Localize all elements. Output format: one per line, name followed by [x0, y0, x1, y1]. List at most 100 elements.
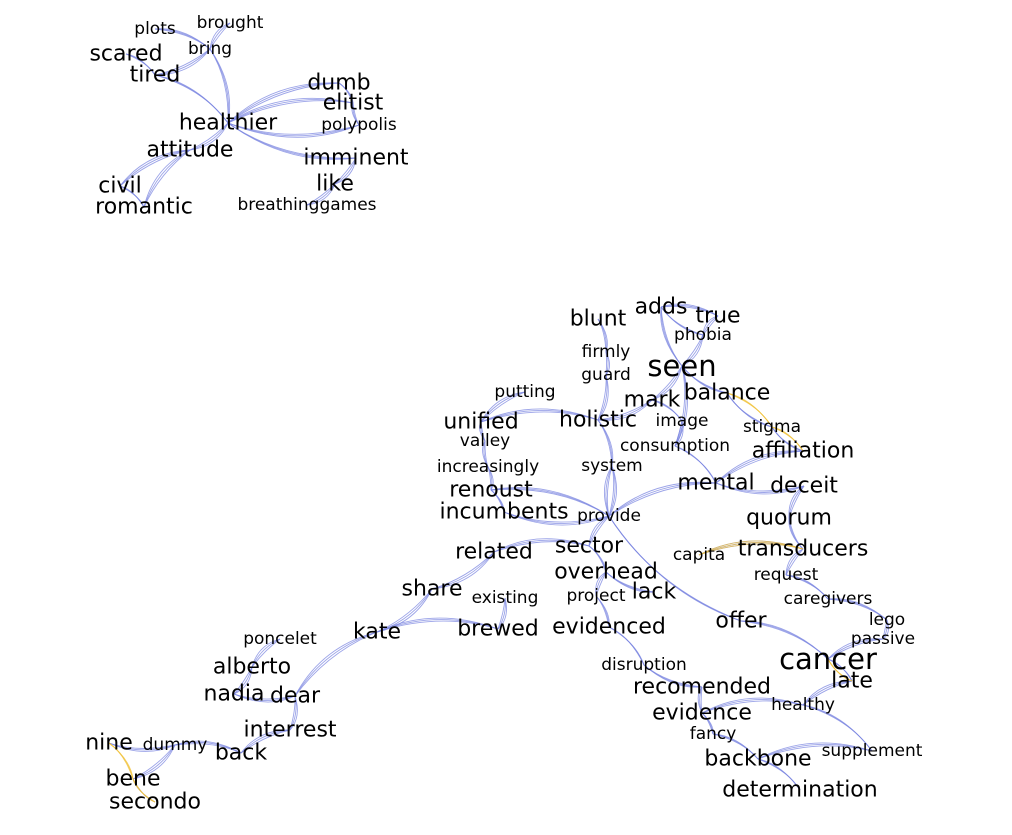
word-label-healthy: healthy: [771, 695, 835, 715]
edge-existing-brewed: [497, 597, 507, 630]
edge-provide-mental: [608, 482, 717, 517]
edge-seen-balance: [681, 365, 728, 394]
edge-imminent-like: [334, 157, 357, 185]
edge-balance-stigma: [726, 392, 773, 428]
edge-brought-bring: [209, 22, 231, 50]
edge-dear-interrest: [289, 695, 298, 731]
edge-like-breathinggames: [306, 183, 336, 206]
edge-offer-cancer: [740, 620, 829, 660]
edge-healthier-attitude: [189, 122, 229, 151]
edge-true-phobia: [702, 315, 719, 336]
word-label-nine: nine: [85, 731, 133, 756]
word-label-caregivers: caregivers: [784, 589, 873, 609]
edge-increasingly-renoust: [487, 466, 494, 491]
word-label-civil: civil: [98, 174, 141, 199]
edge-dummy-nine: [108, 742, 176, 752]
word-label-increasingly: increasingly: [437, 457, 539, 477]
word-label-renoust: renoust: [449, 478, 533, 503]
edge-transducers-request: [785, 548, 804, 576]
edge-civil-romantic: [119, 185, 145, 208]
word-label-incumbents: incumbents: [439, 500, 568, 525]
word-label-lego: lego: [869, 610, 905, 630]
word-label-capita: capita: [673, 545, 725, 565]
edge-deceit-quorum: [788, 485, 805, 519]
word-label-mental: mental: [677, 471, 754, 496]
word-label-deceit: deceit: [770, 474, 838, 499]
edge-bring-tired: [154, 48, 211, 76]
edge-mark-image: [651, 399, 683, 422]
edge-renoust-incumbents: [490, 489, 505, 513]
edge-putting-unified: [480, 391, 526, 423]
word-label-recomended: recomended: [633, 675, 771, 700]
edge-provide-mental: [608, 482, 717, 517]
edge-true-phobia: [702, 315, 719, 336]
edge-attitude-civil: [119, 149, 191, 187]
edge-deceit-quorum: [788, 485, 805, 519]
edge-evidence-healthy: [701, 700, 804, 714]
edge-backbone-supplement: [757, 745, 873, 760]
edge-like-breathinggames: [306, 183, 336, 206]
edge-bring-tired: [154, 48, 211, 76]
word-label-guard: guard: [581, 365, 630, 385]
edge-seen-mark: [651, 365, 683, 401]
edge-holistic-unified: [480, 411, 599, 423]
word-label-stigma: stigma: [743, 417, 801, 437]
edge-nadia-dear: [233, 693, 296, 703]
edge-provide-sector: [588, 515, 610, 547]
edge-brought-bring: [209, 22, 231, 50]
word-label-system: system: [581, 456, 642, 476]
edge-evidence-fancy: [701, 712, 714, 735]
edge-provide-system: [606, 465, 613, 517]
word-label-imminent: imminent: [303, 146, 409, 171]
word-label-putting: putting: [494, 382, 555, 402]
edge-scared-tired: [125, 53, 156, 76]
edge-healthier-dumb: [227, 82, 340, 124]
edge-valley-increasingly: [484, 440, 489, 468]
edge-mark-holistic: [597, 399, 653, 421]
edge-backbone-determination: [757, 758, 801, 791]
edge-alberto-nadia: [233, 666, 253, 695]
word-label-blunt: blunt: [570, 307, 627, 332]
word-label-holistic: holistic: [559, 408, 637, 433]
word-label-attitude: attitude: [147, 138, 234, 163]
word-label-late: late: [831, 669, 873, 694]
edge-adds-seen: [660, 306, 683, 367]
edge-unified-valley: [480, 421, 486, 442]
edge-dumb-elitist: [338, 82, 354, 104]
word-label-scared: scared: [89, 42, 162, 67]
word-label-seen: seen: [647, 349, 716, 383]
edge-healthier-dumb: [227, 82, 340, 124]
edge-attitude-romantic: [143, 149, 191, 208]
word-label-backbone: backbone: [704, 747, 811, 772]
edge-fancy-backbone: [712, 733, 759, 760]
edge-transducers-request: [785, 548, 804, 576]
word-label-romantic: romantic: [95, 195, 193, 220]
edge-seen-consumption: [674, 365, 689, 447]
word-label-unified: unified: [443, 410, 518, 435]
edge-incumbents-provide: [503, 511, 610, 526]
word-label-alberto: alberto: [213, 655, 291, 680]
edge-putting-unified: [480, 391, 526, 423]
word-label-nadia: nadia: [204, 682, 265, 707]
edge-firmly-guard: [605, 351, 611, 376]
edge-healthier-attitude: [189, 122, 229, 151]
edge-late-healthy: [802, 680, 853, 706]
edge-stigma-affiliation: [771, 426, 804, 452]
word-label-bene: bene: [106, 767, 161, 792]
word-label-related: related: [455, 540, 533, 565]
word-label-disruption: disruption: [601, 655, 687, 675]
word-label-secondo: secondo: [109, 790, 201, 815]
edge-bring-tired: [154, 48, 211, 76]
edge-true-phobia: [702, 315, 719, 336]
word-label-healthier: healthier: [179, 111, 278, 136]
edge-seen-mark: [651, 365, 683, 401]
edge-attitude-romantic: [143, 149, 191, 208]
edge-like-breathinggames: [306, 183, 336, 206]
word-label-cancer: cancer: [779, 642, 877, 676]
edge-overhead-project: [595, 571, 607, 597]
word-label-back: back: [215, 741, 268, 766]
edge-mark-holistic: [597, 399, 653, 421]
edge-late-healthy: [802, 680, 853, 706]
edge-deceit-quorum: [788, 485, 805, 519]
